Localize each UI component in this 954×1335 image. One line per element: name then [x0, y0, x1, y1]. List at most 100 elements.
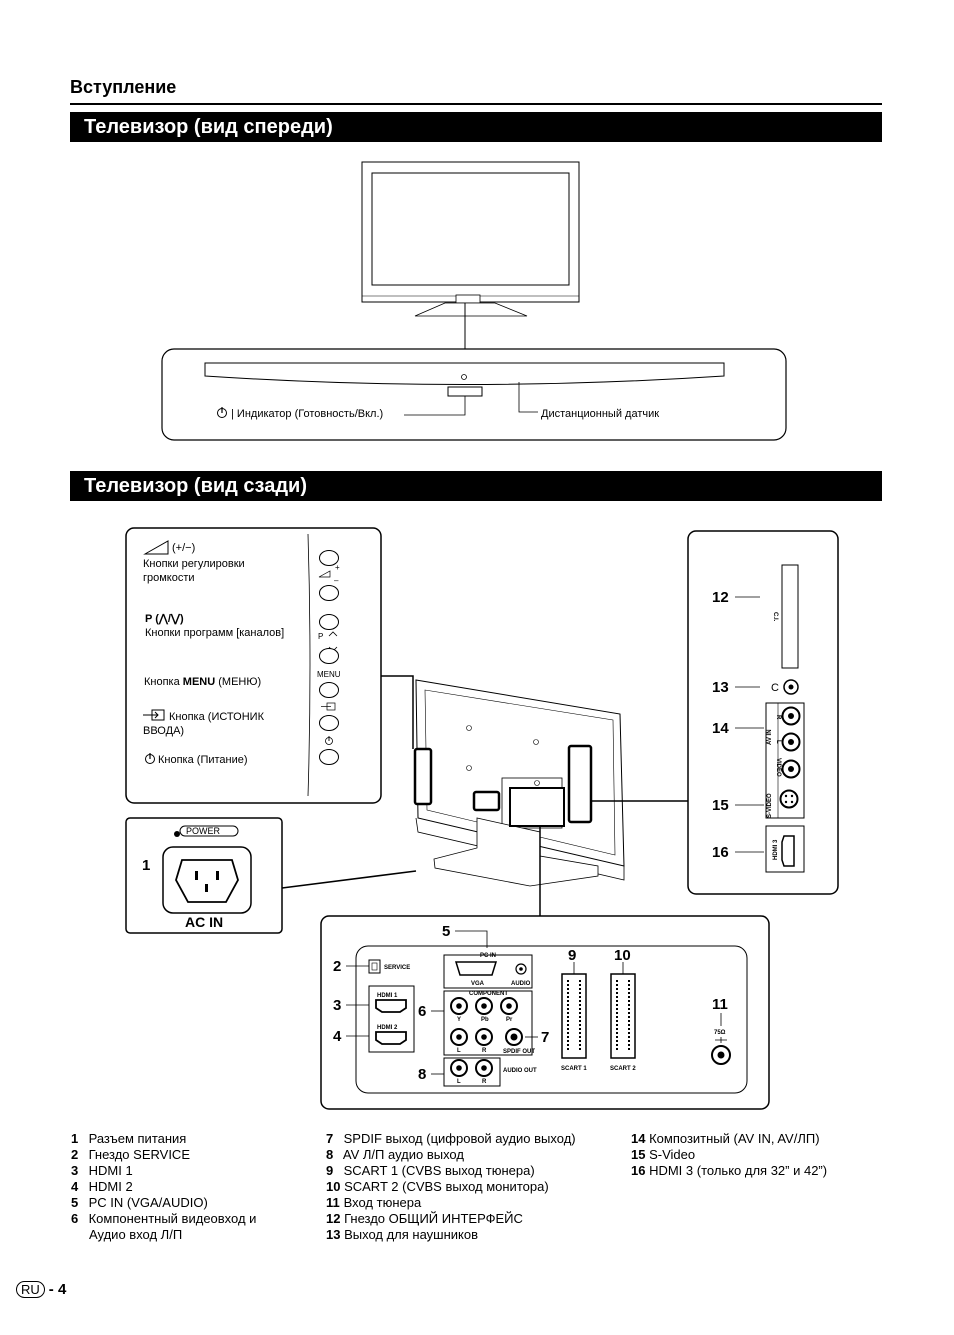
legend-item: 12 Гнездо ОБЩИЙ ИНТЕРФЕЙС [326, 1211, 576, 1227]
audio-in-l-label: L [457, 1048, 461, 1054]
power-panel: 1 POWER AC IN [125, 817, 417, 934]
audio-out-l-label: L [457, 1079, 461, 1085]
antenna-icon [715, 1037, 727, 1043]
legend-item: 3 HDMI 1 [71, 1163, 256, 1179]
component-label: COMPONENT [469, 991, 508, 997]
audio-in-r-label: R [482, 1048, 487, 1054]
legend-number: 4 [71, 1179, 79, 1194]
hdmi3-label: HDMI 3 [773, 839, 779, 860]
scart1-port[interactable] [561, 973, 587, 1059]
menu-label: Кнопка MENU (МЕНЮ) [144, 676, 261, 688]
hdmi1-port[interactable] [375, 999, 407, 1013]
pc-in-label: PC IN [480, 953, 496, 959]
front-detail-panel: | Индикатор (Готовность/Вкл.) Дистанцион… [161, 348, 787, 441]
legend-column-2: 7 SPDIF выход (цифровой аудио выход)8 AV… [326, 1131, 576, 1243]
callout-16: 16 [712, 844, 729, 861]
input-button[interactable] [319, 715, 339, 731]
tv-back-illustration [381, 675, 688, 916]
legend-number: 9 [326, 1163, 334, 1178]
spdif-out-label: SPDIF OUT [503, 1049, 535, 1055]
volume-icon [143, 540, 169, 555]
legend-number: 8 [326, 1147, 334, 1162]
legend-text: S-Video [645, 1147, 696, 1162]
hdmi2-label: HDMI 2 [377, 1025, 398, 1031]
plug-icon [174, 831, 180, 837]
input-icon [143, 709, 165, 721]
legend-text: Компонентный видеовход и [85, 1211, 257, 1226]
legend-number: 16 [631, 1163, 646, 1178]
callout-12: 12 [712, 589, 729, 606]
legend-number: 11 [326, 1195, 340, 1210]
legend-item: 4 HDMI 2 [71, 1179, 256, 1195]
hdmi3-port[interactable] [781, 835, 795, 867]
bottom-terminal-panel: 5 2 SERVICE 3 4 HDMI 1 HDMI 2 PC IN VGA … [320, 915, 770, 1110]
component-pr-label: Pr [506, 1017, 513, 1023]
legend-number: 13 [326, 1227, 341, 1242]
l-label: L [775, 740, 781, 744]
legend-number: 12 [326, 1211, 341, 1226]
program-up-button[interactable] [319, 614, 339, 630]
callout-6: 6 [418, 1003, 426, 1020]
s-video-jack[interactable] [779, 789, 799, 809]
scart2-port[interactable] [610, 973, 636, 1059]
callout-11: 11 [712, 996, 728, 1013]
volume-down-button[interactable] [319, 585, 339, 601]
callout-7: 7 [541, 1029, 549, 1046]
front-view-heading: Телевизор (вид спереди) [70, 112, 882, 142]
language-badge: RU [16, 1281, 45, 1298]
callout-13: 13 [712, 679, 729, 696]
input-label-2: ВВОДА) [143, 725, 184, 737]
callout-2: 2 [333, 958, 341, 975]
legend-text: AV Л/П аудио выход [340, 1147, 464, 1162]
hdmi2-port[interactable] [375, 1031, 407, 1045]
legend-number: 10 [326, 1179, 341, 1194]
volume-up-button[interactable] [319, 550, 339, 566]
legend-item: 14 Композитный (AV IN, AV/ЛП) [631, 1131, 827, 1147]
ci-slot[interactable] [781, 564, 799, 669]
legend-text: SPDIF выход (цифровой аудио выход) [340, 1131, 576, 1146]
legend-text: PC IN (VGA/AUDIO) [85, 1195, 208, 1210]
ac-in-text: AC IN [185, 914, 223, 930]
chevron-up-icon [328, 631, 338, 637]
legend-item: 11 Вход тюнера [326, 1195, 576, 1211]
legend-item: 1 Разъем питания [71, 1131, 256, 1147]
scart2-label: SCART 2 [610, 1066, 636, 1072]
input-label-1: Кнопка (ИСТОНИК [169, 711, 265, 723]
callout-5: 5 [442, 923, 450, 940]
audio-out-r-label: R [482, 1079, 487, 1085]
legend-item: 15 S-Video [631, 1147, 827, 1163]
program-down-button[interactable] [319, 648, 339, 664]
input-small-icon [321, 702, 336, 711]
callout-1: 1 [142, 857, 150, 874]
callout-3: 3 [333, 997, 341, 1014]
legend-text: HDMI 1 [85, 1163, 133, 1178]
legend-text: HDMI 2 [85, 1179, 133, 1194]
callout-14: 14 [712, 720, 729, 737]
hdmi1-label: HDMI 1 [377, 993, 398, 999]
legend-text: Разъем питания [85, 1131, 187, 1146]
remote-sensor [461, 374, 467, 380]
bottom-terminals-highlight [509, 787, 565, 827]
power-small-icon [325, 736, 333, 745]
s-video-label: S-VIDEO [767, 793, 773, 818]
side-buttons-highlight [413, 747, 433, 806]
power-label: Кнопка (Питание) [158, 754, 248, 766]
legend-number: 3 [71, 1163, 79, 1178]
legend-text: SCART 1 (CVBS выход тюнера) [340, 1163, 535, 1178]
side-terminal-panel: 12 C.I. 13 C 14 AV IN R L VIDEO 15 S-VID… [687, 530, 839, 895]
vga-port[interactable] [454, 961, 498, 976]
volume-small-icon [318, 570, 331, 578]
vga-label: VGA [471, 981, 485, 987]
legend-item: 8 AV Л/П аудио выход [326, 1147, 576, 1163]
menu-button[interactable] [319, 682, 339, 698]
page-number: - 4 [48, 1281, 67, 1298]
legend-text: Композитный (AV IN, AV/ЛП) [645, 1131, 820, 1146]
legend-item: 5 PC IN (VGA/AUDIO) [71, 1195, 256, 1211]
legend-number: 15 [631, 1147, 646, 1162]
callout-8: 8 [418, 1066, 426, 1083]
volume-label-1: Кнопки регулировки [143, 558, 245, 570]
page-footer: RU - 4 [16, 1281, 66, 1298]
audio-out-label: AUDIO OUT [503, 1068, 537, 1074]
power-button[interactable] [319, 749, 339, 765]
